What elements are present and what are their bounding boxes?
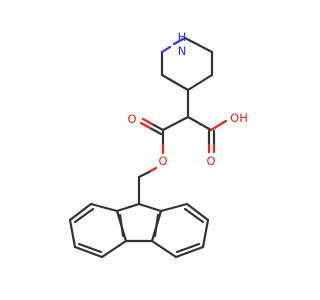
bond-ester-co-b-o xyxy=(139,121,152,130)
nh-n-label: N xyxy=(178,44,187,58)
bond-c9-c9a xyxy=(115,202,141,213)
bond-r5 xyxy=(150,239,178,259)
bond-c7-n xyxy=(160,45,172,54)
bond-l2 xyxy=(68,202,93,222)
bond-acid-c-oh xyxy=(209,119,228,132)
bond-c5-c6 xyxy=(160,73,190,92)
bond-r1 xyxy=(159,202,189,213)
bond-ester-co-a xyxy=(150,122,165,132)
bond-c2-c3 xyxy=(183,36,214,54)
bond-o-ch2 xyxy=(137,170,151,179)
bond-r2-inner xyxy=(183,207,205,224)
fluorene-group xyxy=(68,202,210,259)
ester-o-label: O xyxy=(158,154,167,168)
bond-l2-inner xyxy=(73,207,95,224)
malonate-core xyxy=(161,88,213,132)
bond-r4-inner xyxy=(175,242,201,254)
bond-ch-acid-c xyxy=(186,115,213,132)
acid-oh-label: OH xyxy=(230,111,248,125)
bond-ch-ester-c xyxy=(161,115,190,132)
bond-c9-c8a xyxy=(137,202,163,213)
carboxylic-acid-group: OH O xyxy=(206,111,247,168)
bond-l6-inner xyxy=(118,213,125,238)
bond-l4 xyxy=(73,245,104,259)
bond-r2 xyxy=(185,202,210,222)
ester-group: O O xyxy=(127,112,168,206)
bond-c4-c5 xyxy=(186,73,214,92)
bond-l5 xyxy=(100,239,128,259)
nh-h-label: H xyxy=(178,30,187,44)
bond-ester-co-a-o xyxy=(141,117,154,126)
bond-l3 xyxy=(68,218,77,249)
bond-o-ch2-red xyxy=(147,166,158,174)
bond-r6-inner xyxy=(153,213,160,238)
piperidine-ring xyxy=(160,36,214,92)
bond-l1 xyxy=(89,202,119,213)
bond-r3 xyxy=(201,218,210,249)
bond-r4 xyxy=(174,245,205,259)
bond-ester-co-b xyxy=(148,126,163,136)
acid-carbonyl-o-label: O xyxy=(206,154,215,168)
bond-n-c2 xyxy=(172,36,187,46)
piperidine-nh-label: H N xyxy=(178,30,187,58)
bond-l4-inner xyxy=(77,242,103,254)
molecule-diagram: H N OH O O O xyxy=(68,30,248,259)
ester-carbonyl-o-label: O xyxy=(127,112,136,126)
